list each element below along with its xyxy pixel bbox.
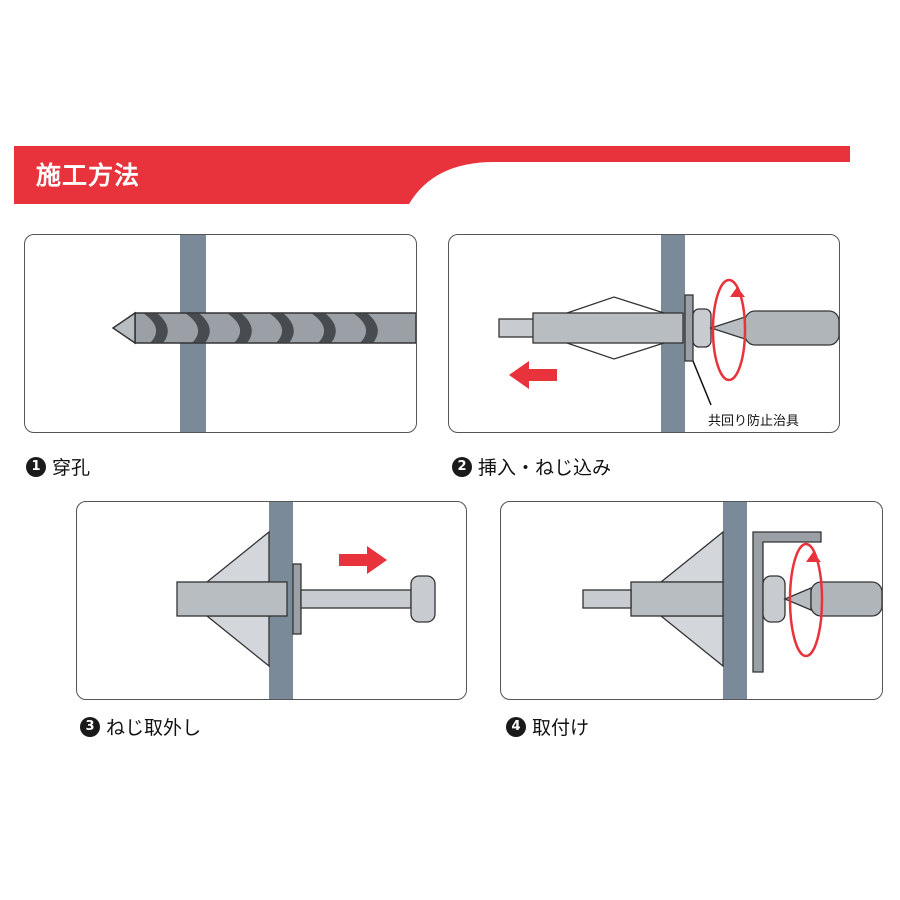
rotation-arrow: [711, 278, 747, 382]
drill-bit: [111, 311, 416, 345]
callout-leader: [692, 360, 712, 406]
step-3-illustration: [76, 501, 467, 700]
step-2-illustration: [448, 234, 840, 433]
section-header-banner: 施工方法: [14, 146, 850, 204]
right-arrow: [339, 546, 387, 574]
expanded-anchor: [582, 530, 724, 668]
step-4-illustration: [500, 501, 883, 700]
anti-rotation-tool-label: 共回り防止治具: [708, 414, 800, 429]
screwdriver: [708, 310, 839, 346]
step-2-caption: 2 挿入・ねじ込み: [452, 453, 611, 480]
step-label: 穿孔: [52, 457, 91, 479]
step-number-badge: 2: [452, 456, 472, 477]
step-1-illustration: [24, 234, 417, 433]
screwdriver: [783, 581, 882, 617]
section-title: 施工方法: [36, 161, 141, 190]
screw-head: [762, 575, 786, 623]
step-number-badge: 4: [506, 716, 526, 737]
step-3-caption: 3 ねじ取外し: [80, 713, 201, 740]
step-label: 挿入・ねじ込み: [478, 457, 612, 479]
step-1-caption: 1 穿孔: [26, 453, 90, 480]
left-arrow: [509, 361, 557, 389]
rotation-arrow: [788, 542, 824, 658]
step-number-badge: 1: [26, 456, 46, 477]
step-number-badge: 3: [80, 716, 100, 737]
step-label: ねじ取外し: [106, 717, 202, 739]
bracket: [752, 531, 822, 673]
screw: [300, 575, 436, 623]
wall-section: [723, 502, 747, 699]
step-4-caption: 4 取付け: [506, 713, 589, 740]
expanded-anchor: [176, 530, 302, 668]
step-label: 取付け: [532, 717, 590, 739]
hollow-wall-anchor: [498, 294, 712, 362]
